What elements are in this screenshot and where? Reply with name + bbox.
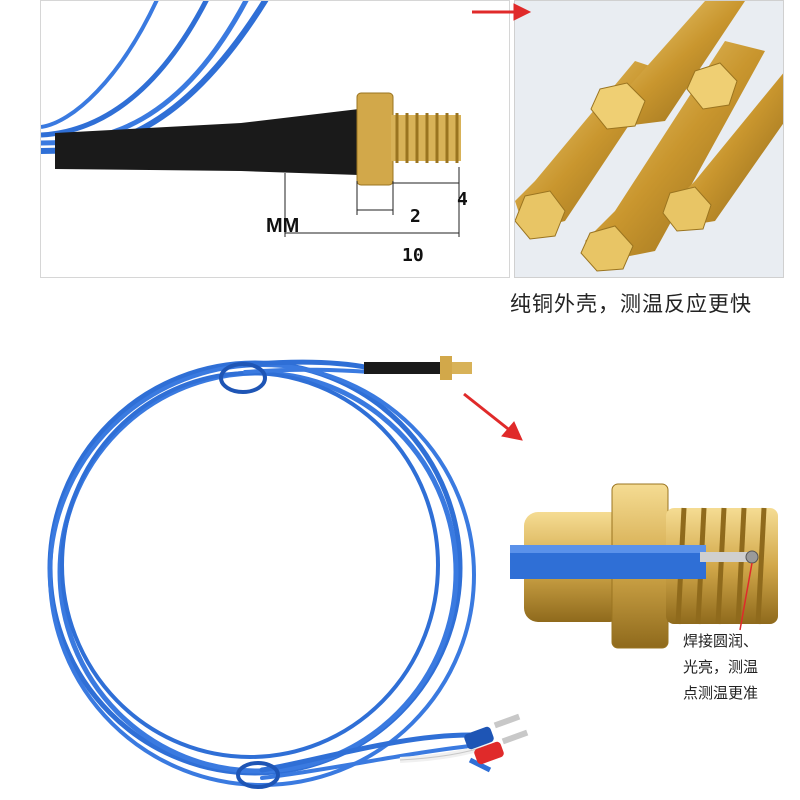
weld-caption-line: 焊接圆润、 bbox=[683, 632, 759, 650]
cable-loop bbox=[60, 371, 440, 759]
cable-tie bbox=[236, 761, 280, 789]
cable-lead-to-wires bbox=[260, 743, 482, 780]
dimension-label-10: 10 bbox=[402, 245, 424, 266]
brass-rod-end bbox=[515, 190, 566, 240]
brass-rod-end bbox=[590, 82, 646, 130]
weld-caption: 焊接圆润、 光亮，测温 点测温更准 bbox=[683, 628, 793, 706]
weld-point bbox=[745, 550, 759, 564]
white-wire-outline bbox=[399, 744, 491, 761]
closeup-blue-cable bbox=[510, 545, 706, 579]
cable-lead bbox=[242, 359, 373, 371]
cable-lead-to-wires bbox=[259, 732, 473, 773]
small-heat-shrink bbox=[364, 362, 442, 374]
red-terminal bbox=[474, 741, 504, 765]
brass-rod-end bbox=[662, 186, 712, 232]
brass-rods-drawing bbox=[515, 1, 783, 272]
weld-caption-line: 点测温更准 bbox=[683, 684, 759, 702]
probe-dimension-panel: MM 2 4 10 bbox=[40, 0, 510, 278]
closeup-brass-body bbox=[524, 512, 624, 622]
arrow-to-closeup bbox=[463, 392, 523, 441]
brass-rod bbox=[675, 73, 783, 226]
closeup-wire-strip bbox=[700, 552, 750, 562]
dimension-label-2: 2 bbox=[410, 206, 421, 227]
probe-drawing bbox=[41, 1, 461, 237]
cable-lead bbox=[243, 367, 372, 374]
brass-rod-end bbox=[580, 225, 634, 272]
metal-pin bbox=[501, 729, 529, 745]
brass-rod bbox=[605, 1, 745, 126]
brass-rod-end bbox=[686, 62, 738, 110]
cable-loop bbox=[57, 370, 459, 774]
dimension-label-4: 4 bbox=[457, 189, 468, 210]
weld-caption-line: 光亮，测温 bbox=[683, 658, 759, 676]
brass-hex-nut bbox=[356, 92, 394, 186]
cable-loop bbox=[47, 360, 463, 776]
cable-strand bbox=[41, 1, 159, 129]
shell-caption: 纯铜外壳，测温反应更快 bbox=[510, 292, 752, 316]
closeup-brass-hex bbox=[611, 483, 669, 649]
unit-label: MM bbox=[266, 215, 300, 237]
small-brass-probe bbox=[440, 356, 452, 380]
blue-terminal bbox=[464, 726, 494, 750]
heat-shrink-sleeve bbox=[55, 109, 359, 175]
closeup-brass-thread bbox=[666, 508, 778, 624]
cable-loop bbox=[48, 363, 476, 787]
annotation-line bbox=[739, 562, 753, 631]
cable-tie bbox=[219, 362, 267, 394]
small-brass-thread bbox=[452, 362, 472, 374]
brass-rods-photo bbox=[514, 0, 784, 278]
metal-pin bbox=[493, 713, 521, 729]
dimension-lines bbox=[284, 167, 460, 237]
white-wire bbox=[399, 742, 491, 763]
